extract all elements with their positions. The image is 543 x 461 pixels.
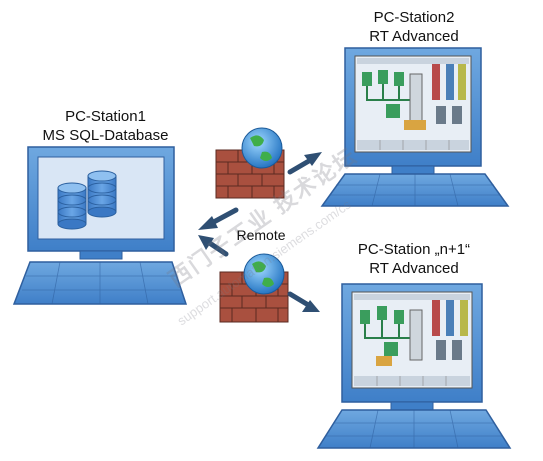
pc2-monitor-stand: [391, 165, 435, 175]
pc-station1-role: MS SQL-Database: [42, 127, 169, 144]
pc-station2-label: PC-Station2 RT Advanced: [326, 8, 502, 46]
pc2-hmi-process-graphic: [357, 58, 469, 150]
firewall-globe-bottom-icon: [219, 253, 289, 323]
remote-label: Remote: [236, 227, 286, 243]
pc-station1-name: PC-Station1: [65, 108, 146, 125]
pc1-monitor-stand: [79, 250, 123, 260]
pc-station-n-label: PC-Station „n+1“ RT Advanced: [326, 240, 502, 278]
pcn-monitor-stand: [390, 401, 434, 411]
pc-station1-label: PC-Station1 MS SQL-Database: [18, 107, 193, 145]
pc-station-n-computer: [316, 283, 512, 449]
pc-station1-computer: [12, 146, 188, 305]
firewall-globe-top-icon: [215, 127, 285, 199]
database-icon: [57, 170, 117, 230]
pc-station2-role: RT Advanced: [369, 28, 459, 45]
arrow-to-pc-station2: [287, 152, 322, 175]
arrow-to-pc-station1-upper: [198, 207, 239, 230]
arrow-to-pc-station-n: [287, 291, 320, 312]
pc-station2-computer: [320, 47, 510, 207]
arrow-to-pc-station1-lower: [198, 235, 229, 257]
pcn-hmi-process-graphic: [354, 294, 470, 386]
pc-station-n-role: RT Advanced: [369, 260, 459, 277]
pc-station-n-name: PC-Station „n+1“: [357, 241, 471, 258]
pc-station2-name: PC-Station2: [373, 9, 455, 26]
